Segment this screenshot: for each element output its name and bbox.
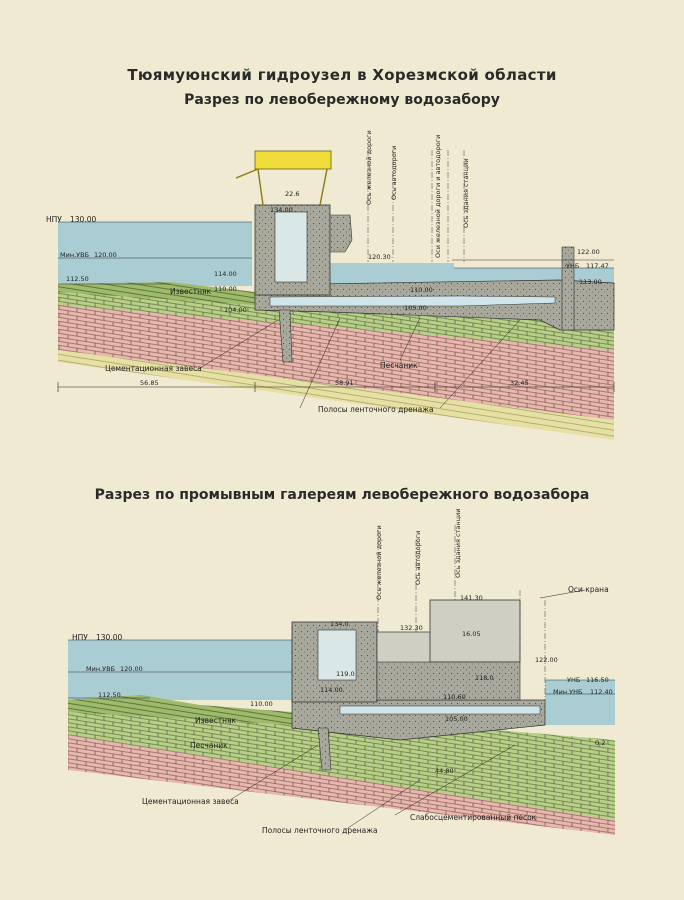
s2-station-building (429, 599, 521, 663)
s2-grout-curtain (317, 727, 332, 771)
s2-drain-label: Полосы ленточного дренажа (262, 826, 378, 835)
section2-drawing (68, 525, 615, 835)
s1-right-wall (561, 246, 575, 331)
s1-sandstone-label: Песчаник (380, 361, 418, 370)
s1-unb-value: 117.47 (586, 262, 609, 270)
s2-inner-level1: 119.0 (336, 670, 355, 678)
s1-right-level2: 113.00 (579, 278, 602, 286)
s2-curtain-label: Цементационная завеса (142, 797, 239, 806)
s2-bed-level: 112.50 (98, 691, 121, 699)
s1-unb-label: УНБ (566, 262, 579, 270)
s1-axis-lines (367, 150, 465, 262)
main-title: Тюямуюнский гидроузел в Хорезмской облас… (127, 66, 557, 84)
s2-inner-level3: 118.0 (475, 674, 494, 682)
s2-limestone (68, 695, 292, 725)
s1-dim-58: 58.91 (335, 379, 354, 387)
s1-gallery-level2: 105.00 (404, 304, 427, 312)
s2-downstream-water (545, 680, 615, 725)
s2-right-level1: 122.00 (535, 656, 558, 664)
s2-top-level1: 134.0 (330, 620, 349, 628)
s1-crane-level: 134.00 (270, 206, 293, 214)
s1-limestone (58, 282, 255, 305)
s2-stratum-pink (68, 735, 615, 835)
s2-inner-level4: 110.60 (443, 693, 466, 701)
s2-inner-level2: 114.00 (320, 686, 343, 694)
s2-npu-label: НПУ (72, 633, 88, 642)
section1-title: Разрез по левобережному водозабору (184, 92, 500, 108)
s2-sand-label: Слабосцементированный песок (410, 813, 537, 822)
s2-axis-station: Ось здания станции (454, 509, 462, 578)
s1-drain-label: Полосы ленточного дренажа (318, 405, 434, 414)
s1-gallery-level1: 110.00 (410, 286, 433, 294)
s1-road-level: 120.30 (368, 253, 391, 261)
s1-npu-value: 130.00 (70, 215, 96, 224)
s2-lower-floor (376, 661, 521, 701)
s2-dim-44: 44.80 (435, 767, 454, 775)
s2-bed-level2: 110.00 (250, 700, 273, 708)
s2-inner-level5: 105.00 (445, 715, 468, 723)
s1-axis-rail: Ось железной дороги (365, 130, 373, 205)
s1-min-uvb-value: 120.00 (94, 251, 117, 259)
s1-gallery (269, 295, 556, 307)
s1-intake-chamber (274, 211, 308, 283)
s2-min-unb-label: Мин.УНБ (553, 688, 582, 696)
s2-top-level3: 141.30 (460, 594, 483, 602)
s1-upstream-water (58, 222, 252, 286)
s1-waterlines (58, 221, 614, 285)
s1-stratum-pink (58, 305, 614, 420)
s1-leaders (199, 317, 521, 409)
s2-upstream-water (68, 640, 293, 700)
s2-min-uvb-label: Мин.УВБ (86, 665, 115, 673)
s1-width-dim: 22.6 (285, 190, 299, 198)
section2-title: Разрез по промывным галереям левобережно… (94, 487, 590, 503)
s1-curtain-label: Цементационная завеса (105, 364, 202, 373)
s2-waterlines (68, 639, 615, 699)
s2-axis-lines (377, 525, 546, 700)
s1-stratum-yellow (58, 350, 614, 440)
s2-sandstone-label: Песчаник (190, 741, 228, 750)
s2-top-level4: 16.05 (462, 630, 481, 638)
s1-axis-road: Ось автодороги (390, 146, 398, 200)
s2-leaders (229, 589, 586, 831)
s1-crane-legs (235, 168, 328, 206)
s1-upper-block (329, 214, 353, 253)
s2-npu-value: 130.00 (96, 633, 122, 642)
s2-unb-value: 116.50 (586, 676, 609, 684)
s1-npu-label: НПУ (46, 215, 62, 224)
section1-drawing (57, 150, 615, 440)
s2-min-unb-value: 112.40 (590, 688, 613, 696)
s1-grout-curtain (278, 309, 293, 363)
s1-gantry-crane (254, 150, 332, 170)
s1-limestone-label: Известняк (170, 287, 212, 296)
s1-bed-level: 112.50 (66, 275, 89, 283)
s2-top-level2: 132.30 (400, 624, 423, 632)
s2-axis-road: Ось автодороги (414, 531, 422, 585)
s1-dim-32: 32.45 (510, 379, 529, 387)
s1-dimension-line (57, 382, 615, 392)
s1-stratum-green (58, 290, 614, 350)
s2-limestone-label: Известняк (195, 716, 237, 725)
s2-neg-level: 0.2 (595, 739, 605, 747)
s1-level-114: 114.00 (214, 270, 237, 278)
s2-stratum-green (68, 705, 615, 820)
s2-unb-label: УНБ (567, 676, 580, 684)
s2-intake-chamber (317, 629, 357, 681)
s1-level-104: 104.00 (224, 306, 247, 314)
s1-min-uvb-label: Мин.УВБ (60, 251, 89, 259)
s1-dim-56: 56.85 (140, 379, 159, 387)
s2-axis-rail: Ось железной дороги (375, 525, 383, 600)
s2-gallery (339, 705, 541, 715)
s1-right-level1: 122.00 (577, 248, 600, 256)
s1-axis-rail-road: Оси железной дороги и автодороги (434, 135, 442, 258)
s1-axis-station: Ось здания станции (462, 159, 470, 228)
s2-min-uvb-value: 120.00 (120, 665, 143, 673)
s2-axis-crane: Оси крана (568, 585, 609, 594)
s1-level-110: 110.00 (214, 285, 237, 293)
